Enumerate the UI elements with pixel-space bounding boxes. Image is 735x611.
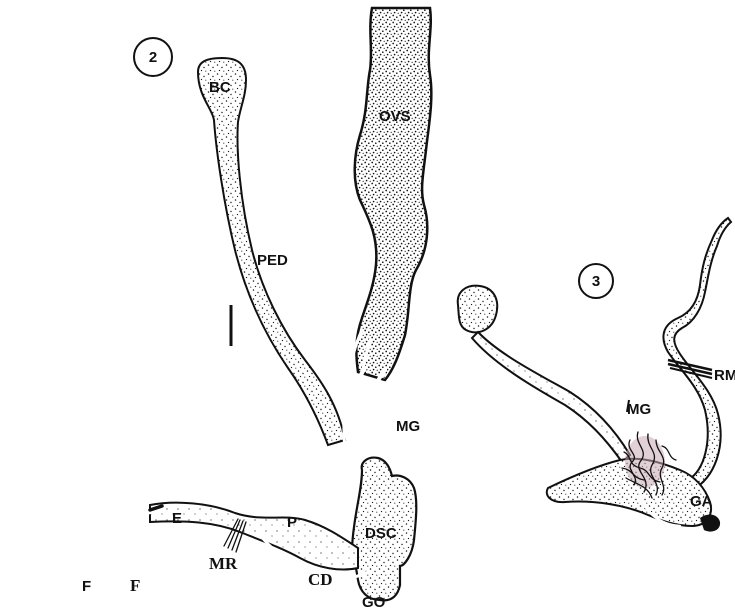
label-dsc: DSC [365, 525, 397, 542]
label-mr: MR [209, 554, 238, 573]
label-go: GO [362, 594, 386, 611]
label-bc: BC [209, 79, 231, 96]
fig3-label-rm: RM [714, 367, 735, 384]
fig3-genital-pore [700, 515, 720, 532]
figure-3: 3 [458, 218, 735, 532]
fig3-label-ga: GA [690, 493, 713, 510]
label-ovs: OVS [379, 108, 411, 125]
figure-3-number: 3 [592, 273, 600, 290]
label-p: P [287, 514, 297, 531]
fig3-label-mg: MG [627, 401, 651, 418]
fig3-duct-upper [663, 218, 731, 490]
fig3-bursa-duct [472, 332, 630, 462]
figure-2-number: 2 [149, 49, 157, 66]
label-mg: MG [396, 418, 420, 435]
oviduct-tube [355, 8, 432, 380]
figure-2: 2 [28, 8, 440, 611]
figure-3-number-badge: 3 [579, 264, 613, 298]
figure-2-number-badge: 2 [134, 38, 172, 76]
label-cd: CD [308, 570, 333, 589]
label-f1: F [82, 578, 91, 595]
label-f2: F [130, 576, 140, 595]
fig3-bursa-head [458, 286, 497, 333]
label-ped: PED [257, 252, 288, 269]
label-e: E [172, 510, 182, 527]
